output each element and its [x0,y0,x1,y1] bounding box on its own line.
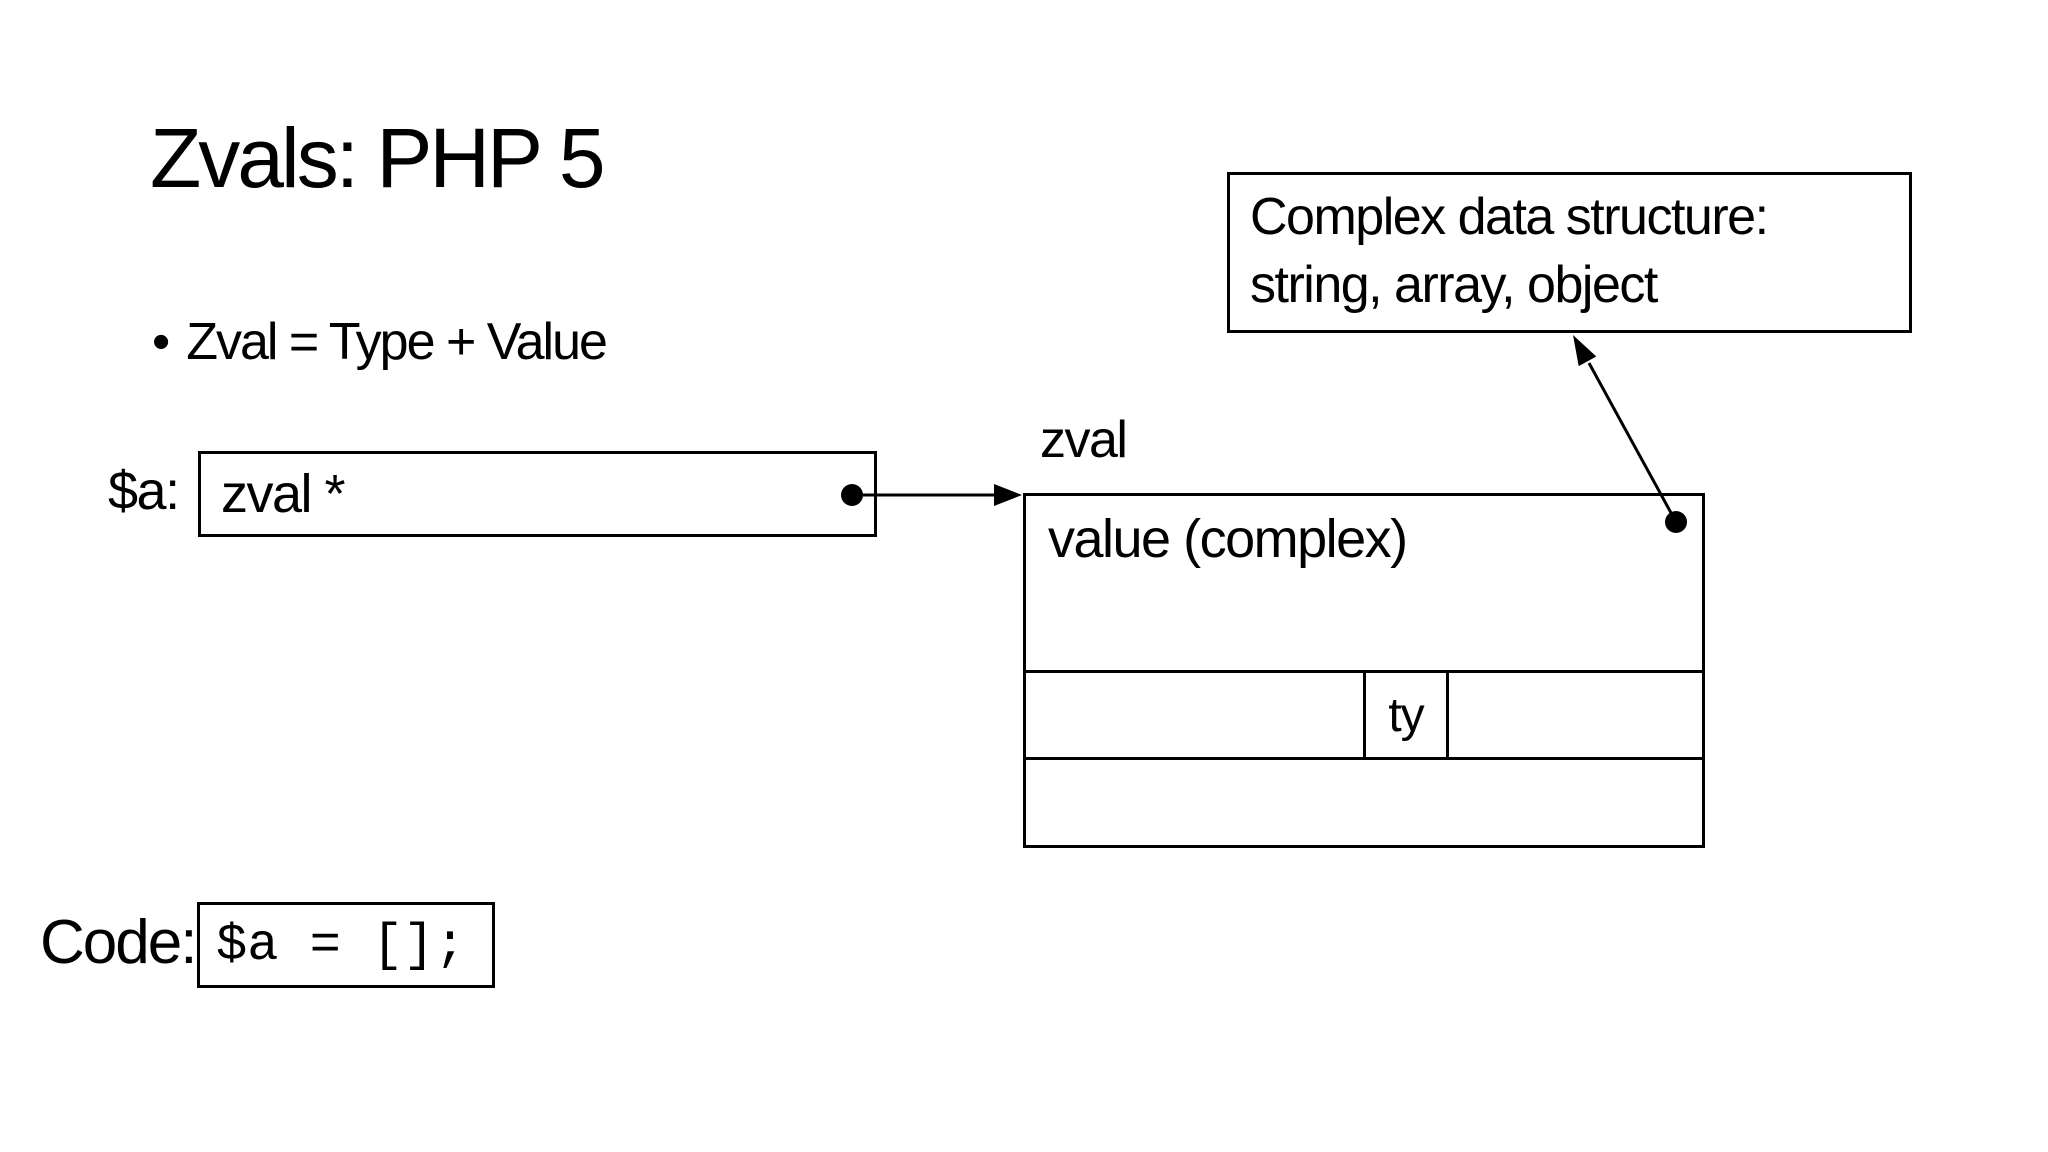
zval-middle-row: ty [1026,670,1702,760]
bullet-text: Zval = Type + Value [186,313,608,371]
zval-refcount-cell [1026,673,1363,757]
zval-bottom-cell [1026,760,1702,845]
code-box: $a = []; [197,902,495,988]
zval-struct-box: value (complex) ty [1023,493,1705,848]
variable-pointer-text: zval * [221,464,346,524]
variable-pointer-box: zval * [198,451,877,537]
callout-box: Complex data structure: string, array, o… [1227,172,1912,333]
callout-line2: string, array, object [1250,256,1658,314]
zval-value-cell: value (complex) [1026,496,1702,670]
bullet-item: • Zval = Type + Value [152,313,608,371]
bullet-marker-icon: • [152,313,171,371]
variable-label: $a: [108,461,180,521]
zval-value-cell-text: value (complex) [1048,509,1408,569]
zval-type-cell-text: ty [1388,688,1424,742]
code-label: Code: [40,908,197,977]
callout-line1: Complex data structure: [1250,188,1769,246]
value-arrowhead-icon [1573,335,1597,367]
pointer-arrowhead-icon [994,484,1022,506]
code-text: $a = []; [216,915,466,975]
zval-type-cell: ty [1363,673,1449,757]
zval-flags-cell [1449,673,1702,757]
slide-title: Zvals: PHP 5 [150,111,606,205]
zval-struct-label: zval [1040,411,1128,469]
